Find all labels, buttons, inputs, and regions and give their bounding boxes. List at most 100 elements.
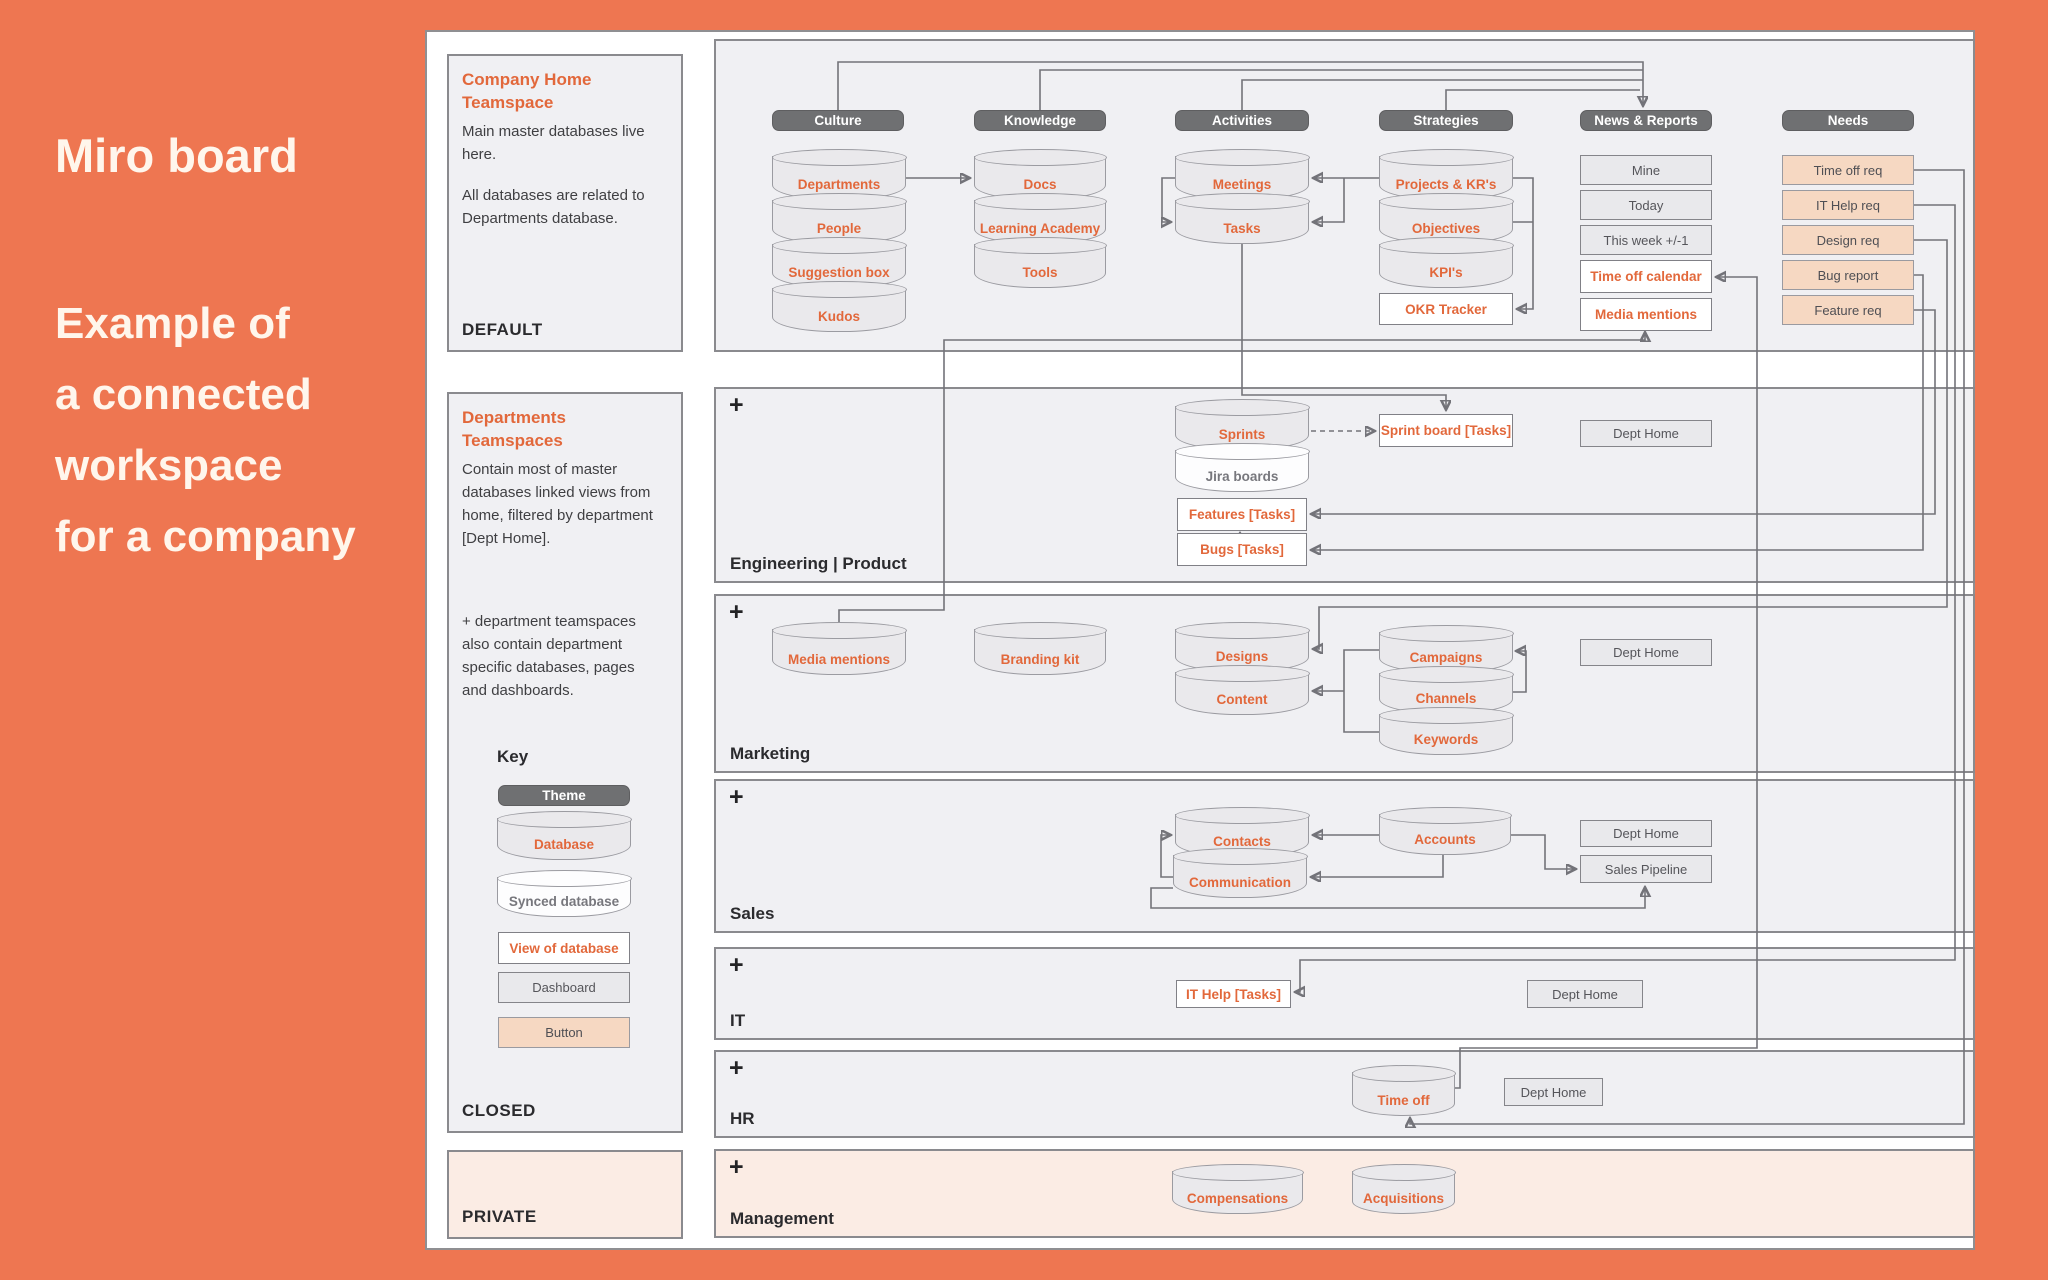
features-tasks-view[interactable]: Features [Tasks] <box>1177 498 1307 531</box>
kpi-s-db[interactable]: KPI's <box>1378 237 1514 288</box>
tools-db[interactable]: Tools <box>973 237 1107 288</box>
bug-report-label: Bug report <box>1817 267 1879 283</box>
branding-kit-db[interactable]: Branding kit <box>973 622 1107 675</box>
view-of-database-view[interactable]: View of database <box>498 932 630 964</box>
dept-home-dash[interactable]: Dept Home <box>1580 639 1712 666</box>
private-label: PRIVATE <box>462 1207 537 1226</box>
kudos-label: Kudos <box>818 309 860 324</box>
button-button[interactable]: Button <box>498 1017 630 1048</box>
suggestion-box-label: Suggestion box <box>788 265 890 280</box>
jira-boards-synced[interactable]: Jira boards <box>1174 443 1310 492</box>
sprints-db[interactable]: Sprints <box>1174 399 1310 450</box>
dept-home-dash[interactable]: Dept Home <box>1504 1078 1603 1106</box>
sprints-label: Sprints <box>1218 427 1266 442</box>
compensations-db[interactable]: Compensations <box>1171 1164 1304 1214</box>
departments-title: Departments Teamspaces <box>462 408 566 450</box>
activities-theme[interactable]: Activities <box>1175 110 1309 131</box>
expand-plus-icon[interactable]: + <box>729 391 744 419</box>
learning-academy-label: Learning Academy <box>979 221 1101 236</box>
communication-db[interactable]: Communication <box>1172 848 1308 898</box>
meetings-label: Meetings <box>1212 177 1272 192</box>
expand-plus-icon[interactable]: + <box>729 598 744 626</box>
sales-pipeline-dash[interactable]: Sales Pipeline <box>1580 855 1712 883</box>
time-off-calendar-view[interactable]: Time off calendar <box>1580 260 1712 293</box>
tools-label: Tools <box>1022 265 1058 280</box>
section-management[interactable]: +Management <box>714 1149 1975 1238</box>
dept-home-label: Dept Home <box>1613 826 1679 841</box>
departments-teamspaces-box[interactable]: Departments Teamspaces Contain most of m… <box>447 392 683 1133</box>
media-mentions-label: Media mentions <box>787 652 890 667</box>
communication-label: Communication <box>1188 875 1291 890</box>
company-home-para2: All databases are related to Departments… <box>462 187 645 227</box>
accounts-db[interactable]: Accounts <box>1378 807 1512 855</box>
it-help-req-label: IT Help req <box>1815 197 1881 213</box>
time-off-db[interactable]: Time off <box>1351 1065 1456 1116</box>
knowledge-theme[interactable]: Knowledge <box>974 110 1106 131</box>
expand-plus-icon[interactable]: + <box>729 951 744 979</box>
mine-label: Mine <box>1631 162 1661 178</box>
company-home-para1: Main master databases live here. <box>462 123 645 163</box>
kudos-db[interactable]: Kudos <box>771 281 907 332</box>
expand-plus-icon[interactable]: + <box>729 1153 744 1181</box>
features-tasks-label: Features [Tasks] <box>1188 507 1296 522</box>
company-home-teamspace-box[interactable]: Company Home Teamspace Main master datab… <box>447 54 683 352</box>
media-mentions-view[interactable]: Media mentions <box>1580 298 1712 331</box>
bug-report-button[interactable]: Bug report <box>1782 260 1914 290</box>
learning-academy-db[interactable]: Learning Academy <box>973 193 1107 244</box>
dept-home-dash[interactable]: Dept Home <box>1580 820 1712 847</box>
theme-theme[interactable]: Theme <box>498 785 630 806</box>
strategies-theme[interactable]: Strategies <box>1379 110 1513 131</box>
channels-label: Channels <box>1415 691 1477 706</box>
departments-para2: + department teamspaces also contain dep… <box>462 613 636 699</box>
okr-tracker-view[interactable]: OKR Tracker <box>1379 293 1513 325</box>
view-of-database-label: View of database <box>509 940 619 956</box>
time-off-calendar-label: Time off calendar <box>1590 269 1702 284</box>
synced-database-synced[interactable]: Synced database <box>496 870 632 917</box>
news-reports-theme[interactable]: News & Reports <box>1580 110 1712 131</box>
campaigns-label: Campaigns <box>1409 650 1483 665</box>
miro-board-canvas[interactable]: Company Home Teamspace Main master datab… <box>425 30 1975 1250</box>
today-dash[interactable]: Today <box>1580 190 1712 220</box>
dashboard-dash[interactable]: Dashboard <box>498 972 630 1003</box>
section-it[interactable]: +IT <box>714 947 1975 1040</box>
dept-home-dash[interactable]: Dept Home <box>1527 980 1643 1008</box>
designs-db[interactable]: Designs <box>1174 622 1310 672</box>
dept-home-label: Dept Home <box>1613 426 1679 441</box>
acquisitions-db[interactable]: Acquisitions <box>1351 1164 1456 1214</box>
theme-label: Theme <box>542 788 586 803</box>
content-db[interactable]: Content <box>1174 665 1310 715</box>
bugs-tasks-view[interactable]: Bugs [Tasks] <box>1177 533 1307 566</box>
it-help-tasks-view[interactable]: IT Help [Tasks] <box>1176 980 1291 1008</box>
tasks-db[interactable]: Tasks <box>1174 193 1310 244</box>
this-week-1-dash[interactable]: This week +/-1 <box>1580 225 1712 255</box>
expand-plus-icon[interactable]: + <box>729 1054 744 1082</box>
media-mentions-db[interactable]: Media mentions <box>771 622 907 675</box>
contacts-label: Contacts <box>1213 834 1271 849</box>
today-label: Today <box>1628 197 1664 213</box>
feature-req-label: Feature req <box>1814 302 1882 318</box>
it-help-req-button[interactable]: IT Help req <box>1782 190 1914 220</box>
culture-theme[interactable]: Culture <box>772 110 904 131</box>
expand-plus-icon[interactable]: + <box>729 783 744 811</box>
design-req-button[interactable]: Design req <box>1782 225 1914 255</box>
time-off-req-button[interactable]: Time off req <box>1782 155 1914 185</box>
database-db[interactable]: Database <box>496 811 632 860</box>
board-subtitle: Example of a connected workspace for a c… <box>55 299 356 561</box>
branding-kit-label: Branding kit <box>1000 652 1080 667</box>
dept-home-dash[interactable]: Dept Home <box>1580 420 1712 447</box>
button-label: Button <box>545 1025 583 1040</box>
accounts-label: Accounts <box>1414 832 1476 847</box>
connector-layer <box>837 61 1965 1252</box>
keywords-db[interactable]: Keywords <box>1378 707 1514 755</box>
objectives-db[interactable]: Objectives <box>1378 193 1514 244</box>
feature-req-button[interactable]: Feature req <box>1782 295 1914 325</box>
mine-dash[interactable]: Mine <box>1580 155 1712 185</box>
private-box[interactable]: PRIVATE <box>447 1150 683 1239</box>
departments-para1: Contain most of master databases linked … <box>462 461 653 547</box>
sprint-board-tasks-view[interactable]: Sprint board [Tasks] <box>1379 414 1513 447</box>
needs-theme[interactable]: Needs <box>1782 110 1914 131</box>
channels-db[interactable]: Channels <box>1378 666 1514 714</box>
knowledge-label: Knowledge <box>1003 113 1076 128</box>
time-off-label: Time off <box>1377 1093 1430 1108</box>
designs-label: Designs <box>1215 649 1269 664</box>
